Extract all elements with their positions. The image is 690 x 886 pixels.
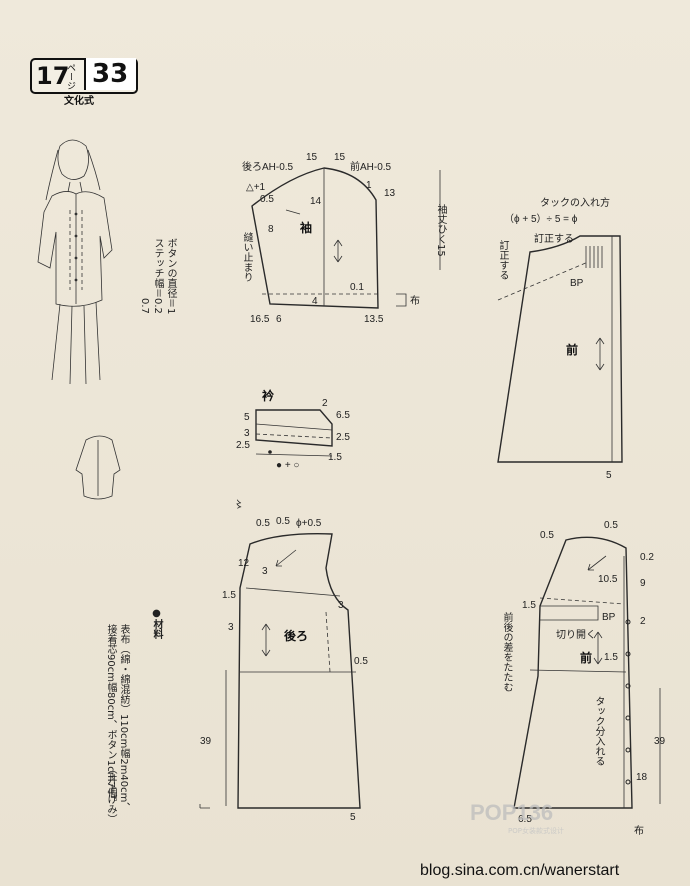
sleeve-14: 14 bbox=[310, 196, 322, 207]
front-bp: BP bbox=[602, 612, 616, 623]
front-cut: 切り開く bbox=[556, 629, 596, 641]
front-diff-note: 前後の差をたたむ bbox=[501, 612, 512, 692]
back-15: 1.5 bbox=[222, 590, 236, 601]
collar-25a: 2.5 bbox=[236, 440, 250, 451]
back-05a: 0.5 bbox=[256, 518, 270, 529]
tuck-formula: （ϕ + 5）÷ 5 = ϕ bbox=[504, 213, 578, 225]
page-suffix: ページ bbox=[65, 63, 75, 90]
sleeve-pattern bbox=[251, 167, 441, 309]
front-05b: 0.5 bbox=[604, 520, 618, 531]
watermark-brand: POP136 bbox=[470, 800, 554, 825]
model-number: 33 bbox=[92, 59, 129, 89]
sleeve-1: 1 bbox=[366, 180, 372, 191]
back-3c: 3 bbox=[338, 600, 344, 611]
sleeve-165: 16.5 bbox=[250, 314, 270, 325]
collar-3: 3 bbox=[244, 428, 250, 439]
back-05b: 0.5 bbox=[276, 516, 290, 527]
tuck-correct-vertical: 訂正する bbox=[497, 240, 508, 280]
sleeve-delta: △+1 bbox=[246, 182, 266, 193]
front-tuck-note: タック分入れる bbox=[593, 696, 604, 766]
tuck-front: 前 bbox=[566, 342, 578, 357]
collar-title: 衿 bbox=[262, 388, 274, 403]
front-2: 2 bbox=[640, 616, 646, 627]
back-5: 5 bbox=[350, 812, 356, 823]
page-number-left: 17 bbox=[36, 62, 70, 90]
sleeve-13: 13 bbox=[384, 188, 396, 199]
collar-2: 2 bbox=[322, 398, 328, 409]
sleeve-8: 8 bbox=[268, 224, 274, 235]
source-url: blog.sina.com.cn/wanerstart bbox=[420, 862, 620, 879]
front-9: 9 bbox=[640, 578, 646, 589]
collar-15: 1.5 bbox=[328, 452, 342, 463]
sleeve-135: 13.5 bbox=[364, 314, 384, 325]
front-18: 18 bbox=[636, 772, 648, 783]
back-3a: 3 bbox=[262, 566, 268, 577]
back-3b: 3 bbox=[228, 622, 234, 633]
front-65: 6.5 bbox=[518, 814, 532, 825]
tuck-correct: 訂正する bbox=[534, 232, 574, 245]
model-illustration bbox=[37, 139, 121, 500]
sleeve-4: 4 bbox=[312, 296, 318, 307]
front-39: 39 bbox=[654, 736, 666, 747]
sleeve-length-note: 袖丈ひく15 bbox=[435, 204, 446, 257]
tuck-pattern bbox=[497, 235, 623, 463]
front-02: 0.2 bbox=[640, 552, 654, 563]
collar-65: 6.5 bbox=[336, 410, 350, 421]
sleeve-05: 0.5 bbox=[260, 194, 274, 205]
sleeve-top-right: 15 bbox=[334, 152, 346, 163]
tuck-title: タックの入れ方 bbox=[540, 196, 610, 209]
materials-body: 表布（綿・綿混紡）110cm幅2m40cm、 接着芯90cm幅80cm、ボタン1… bbox=[105, 624, 129, 813]
tuck-bp: BP bbox=[570, 278, 584, 289]
front-05a: 0.5 bbox=[540, 530, 554, 541]
front-fabric: 布 bbox=[634, 825, 644, 837]
front-label: 前 bbox=[580, 650, 592, 665]
materials-credit: （井上げみ） bbox=[105, 764, 116, 824]
sleeve-top-left: 15 bbox=[306, 152, 318, 163]
back-fold-mark: 〻 bbox=[234, 499, 244, 511]
collar-5: 5 bbox=[244, 412, 250, 423]
collar-25b: 2.5 bbox=[336, 432, 350, 443]
page-number-badge: 17 ページ 33 bbox=[30, 58, 138, 94]
back-pattern bbox=[199, 533, 361, 809]
sleeve-6: 6 bbox=[276, 314, 282, 325]
collar-formula: ● + ○ bbox=[276, 460, 299, 471]
front-15b: 1.5 bbox=[604, 652, 618, 663]
materials-title: ●材料 bbox=[151, 608, 162, 639]
sleeve-back-ah: 後ろAH-0.5 bbox=[242, 160, 294, 173]
model-number-box: 33 bbox=[84, 58, 136, 90]
back-12: 12 bbox=[238, 558, 250, 569]
watermark-sub: POP女装款式设计 bbox=[508, 827, 564, 835]
collar-pattern bbox=[255, 409, 333, 457]
back-phi: ϕ+0.5 bbox=[296, 518, 322, 529]
front-pattern bbox=[513, 536, 661, 809]
front-15a: 1.5 bbox=[522, 600, 536, 611]
sleeve-01: 0.1 bbox=[350, 282, 364, 293]
sleeve-fabric: 布 bbox=[410, 295, 420, 307]
back-39: 39 bbox=[200, 736, 212, 747]
back-label: 後ろ bbox=[284, 628, 308, 643]
tuck-5: 5 bbox=[606, 470, 612, 481]
front-105: 10.5 bbox=[598, 574, 618, 585]
button-spec: ボタンの直径＝1 ステッチ幅＝0.2 0.7 bbox=[139, 238, 176, 315]
sleeve-front-ah: 前AH-0.5 bbox=[350, 160, 392, 173]
back-05c: 0.5 bbox=[354, 656, 368, 667]
sleeve-title: 袖 bbox=[300, 220, 312, 235]
sleeve-stop-note: 縫い止まり bbox=[241, 232, 252, 282]
pattern-style: 文化式 bbox=[64, 96, 94, 107]
